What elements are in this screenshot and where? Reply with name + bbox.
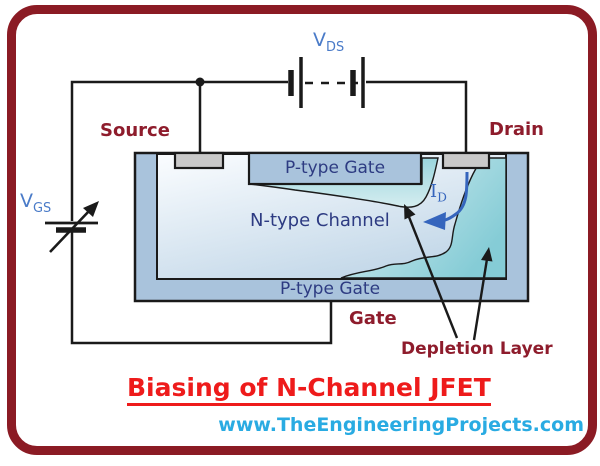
vgs-arrowhead <box>83 201 99 217</box>
vds-subscript: DS <box>326 39 345 55</box>
id-subscript: D <box>437 190 447 205</box>
wire-gate-loop <box>70 232 333 345</box>
vgs-symbol: V <box>20 190 33 212</box>
source-label: Source <box>100 120 170 141</box>
drain-label: Drain <box>489 119 544 140</box>
source-contact <box>173 151 225 170</box>
depletion-region-upper <box>249 157 439 208</box>
id-symbol: I <box>430 181 438 202</box>
vgs-battery-symbol <box>45 201 99 253</box>
website-credit: www.TheEngineeringProjects.com <box>218 414 584 436</box>
id-current-arrow <box>423 171 469 230</box>
vds-label: VDS <box>313 30 344 55</box>
vds-symbol: V <box>313 29 326 51</box>
vgs-label: VGS <box>20 191 51 216</box>
p-gate-top-label: P-type Gate <box>284 158 386 178</box>
id-label: ID <box>430 182 447 205</box>
depletion-region-lower-right <box>340 157 507 279</box>
vgs-subscript: GS <box>33 200 52 216</box>
wire-source-to-vds <box>70 80 288 221</box>
figure-title: Biasing of N-Channel JFET <box>127 374 491 406</box>
p-gate-bottom-label: P-type Gate <box>279 279 381 299</box>
wire-vds-to-drain <box>366 80 468 155</box>
gate-label: Gate <box>349 308 397 329</box>
vds-battery-symbol <box>288 57 365 108</box>
figure-border <box>7 5 597 455</box>
drain-contact <box>441 151 491 170</box>
wire-junction-dot <box>195 77 205 87</box>
p-gate-top-bar <box>247 151 423 186</box>
depletion-layer-label: Depletion Layer <box>401 339 553 359</box>
n-channel-label: N-type Channel <box>250 210 390 231</box>
depletion-pointer-arrows <box>404 204 493 341</box>
